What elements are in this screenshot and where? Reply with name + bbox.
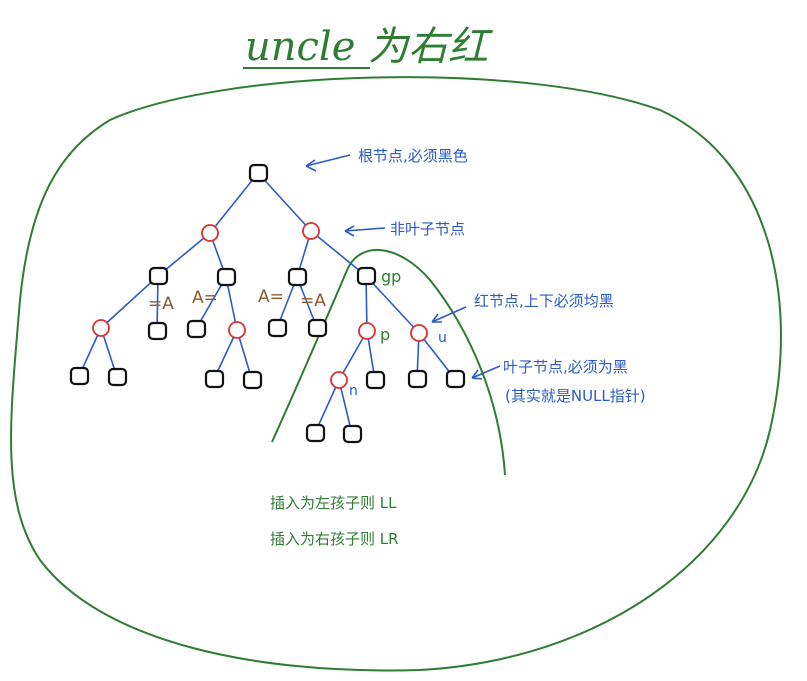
red-node-u [410,324,428,342]
arrow-red-node [431,306,467,323]
leaf-node [69,366,90,386]
red-node [92,319,110,337]
label-n: n [349,383,358,399]
label-u: u [438,330,447,346]
arrow-leaf [471,365,501,380]
note-root: 根节点,必须黑色 [358,147,468,165]
black-node-root [248,163,269,183]
leaf-node [445,369,466,389]
arrow-non-leaf [344,225,386,237]
black-node [267,318,288,338]
leaf-node [365,370,386,390]
red-node-p [358,322,376,340]
red-node [228,321,246,339]
note-leaf-2: (其实就是NULL指针) [505,387,646,405]
black-node [287,267,308,287]
leaf-node [305,423,326,443]
outer-loop [10,76,782,672]
arrow-root [305,154,351,172]
mark-eq-a-2: A= [192,288,218,308]
mark-eq-a-1: =A [148,294,174,314]
note-leaf-1: 叶子节点,必须为黑 [503,358,628,376]
label-gp: gp [381,267,401,286]
label-p: p [380,325,390,344]
note-ll: 插入为左孩子则 LL [270,494,397,512]
black-node [216,267,237,287]
mark-eq-a-4: =A [300,291,326,311]
note-non-leaf: 非叶子节点 [390,220,465,238]
black-node [186,319,207,339]
note-lr: 插入为右孩子则 LR [270,530,399,548]
red-node-n [330,371,348,389]
leaf-node [342,424,363,444]
black-node [147,321,168,341]
page-title: uncle 为右红 [245,24,493,70]
red-node [302,222,320,240]
black-node-gp [356,266,377,286]
leaf-node [242,370,263,390]
subtree-boundary [271,248,506,476]
black-node [148,266,169,286]
leaf-node [204,369,225,389]
leaf-node [407,369,428,389]
leaf-node [107,367,128,387]
note-red-node: 红节点,上下必须均黑 [474,292,614,310]
red-node [201,224,219,242]
black-node [307,318,328,338]
mark-eq-a-3: A= [258,287,284,307]
